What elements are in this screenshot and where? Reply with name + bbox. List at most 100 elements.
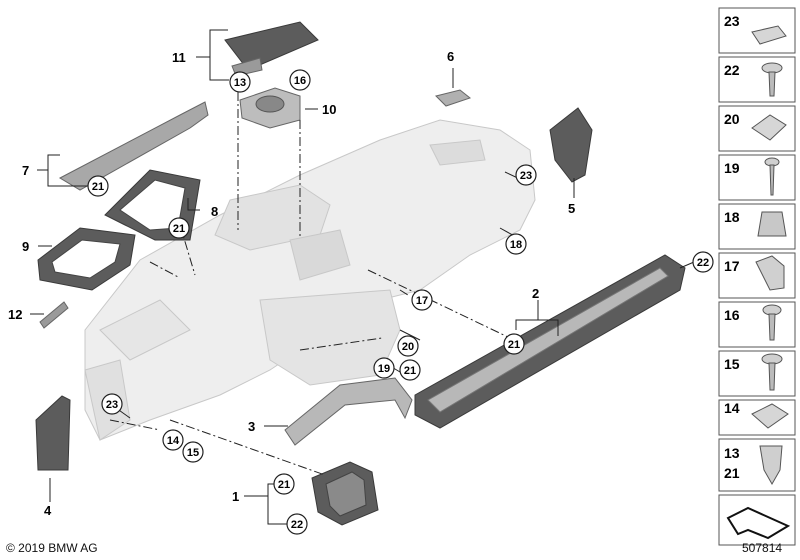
svg-text:18: 18 xyxy=(724,209,740,225)
part-7-defroster-duct xyxy=(58,101,209,191)
callout-2: 2 xyxy=(532,286,539,301)
callout-19: 19 xyxy=(373,357,395,379)
diagram-number: 507814 xyxy=(742,541,783,555)
svg-text:15: 15 xyxy=(187,447,199,459)
callout-21-center: 21 xyxy=(399,359,421,381)
svg-text:22: 22 xyxy=(291,519,303,531)
callout-23-left: 23 xyxy=(101,393,123,415)
callout-22-trim: 22 xyxy=(692,251,714,273)
legend-item-19: 19 xyxy=(724,157,780,196)
svg-text:23: 23 xyxy=(724,13,740,29)
svg-text:4: 4 xyxy=(44,503,52,518)
callout-7: 7 xyxy=(22,163,29,178)
clip-nut-icon xyxy=(751,25,787,45)
part-12-trim-clip xyxy=(39,301,69,329)
svg-text:22: 22 xyxy=(724,62,740,78)
svg-text:11: 11 xyxy=(172,50,186,65)
svg-text:12: 12 xyxy=(8,307,22,322)
svg-text:15: 15 xyxy=(724,356,740,372)
callout-14: 14 xyxy=(162,429,184,451)
svg-text:19: 19 xyxy=(724,160,740,176)
instrument-panel-carrier xyxy=(84,119,536,441)
expanding-nut-icon xyxy=(757,211,787,237)
spreader-clip-icon xyxy=(759,445,783,486)
svg-text:14: 14 xyxy=(167,435,180,447)
fastener-legend: 23 22 20 19 18 xyxy=(718,7,796,546)
part-2-decor-strip xyxy=(414,254,686,429)
torx-screw-icon xyxy=(762,304,782,341)
legend-item-22: 22 xyxy=(724,62,783,97)
callout-23-right: 23 xyxy=(515,164,537,186)
svg-text:17: 17 xyxy=(416,295,428,307)
callout-12: 12 xyxy=(8,307,22,322)
legend-item-23: 23 xyxy=(724,13,787,45)
callout-21-defroster: 21 xyxy=(87,175,109,197)
self-tapping-screw-icon xyxy=(764,157,780,196)
legend-item-18: 18 xyxy=(724,209,787,237)
part-5-side-cover xyxy=(549,107,593,183)
callout-22-vent: 22 xyxy=(286,513,308,535)
callout-13: 13 xyxy=(229,71,251,93)
svg-text:21: 21 xyxy=(173,223,185,235)
part-6-grille xyxy=(435,89,472,107)
callout-6: 6 xyxy=(447,49,454,64)
svg-text:21: 21 xyxy=(724,465,740,481)
collar-screw-icon xyxy=(761,62,783,97)
svg-text:2: 2 xyxy=(532,286,539,301)
svg-text:20: 20 xyxy=(402,341,414,353)
part-4-side-cover xyxy=(35,395,71,471)
callout-11: 11 xyxy=(172,50,186,65)
svg-text:13: 13 xyxy=(234,77,246,89)
hex-collar-screw-icon xyxy=(761,353,783,391)
svg-text:9: 9 xyxy=(22,239,29,254)
svg-text:16: 16 xyxy=(724,307,740,323)
svg-text:19: 19 xyxy=(378,363,390,375)
part-1-air-vent xyxy=(311,461,379,526)
callout-9: 9 xyxy=(22,239,29,254)
svg-text:1: 1 xyxy=(232,489,239,504)
callout-18: 18 xyxy=(505,233,527,255)
callout-5: 5 xyxy=(568,201,575,216)
svg-text:17: 17 xyxy=(724,258,740,274)
callout-3: 3 xyxy=(248,419,255,434)
copyright-text: © 2019 BMW AG xyxy=(6,541,98,555)
spring-nut-icon xyxy=(751,114,787,141)
svg-text:23: 23 xyxy=(520,170,532,182)
svg-text:21: 21 xyxy=(404,365,416,377)
callout-20: 20 xyxy=(397,335,419,357)
svg-text:23: 23 xyxy=(106,399,118,411)
legend-item-14: 14 xyxy=(724,400,789,429)
callout-8: 8 xyxy=(211,204,218,219)
legend-item-shim xyxy=(726,506,791,540)
part-3-instrument-cluster-frame xyxy=(284,377,413,446)
svg-text:3: 3 xyxy=(248,419,255,434)
svg-text:20: 20 xyxy=(724,111,740,127)
svg-text:14: 14 xyxy=(724,400,740,416)
legend-item-15: 15 xyxy=(724,353,783,391)
svg-text:5: 5 xyxy=(568,201,575,216)
svg-text:22: 22 xyxy=(697,257,709,269)
svg-text:16: 16 xyxy=(294,75,306,87)
speed-nut-icon xyxy=(751,403,789,429)
callout-17: 17 xyxy=(411,289,433,311)
callout-1: 1 xyxy=(232,489,239,504)
callout-21-trim: 21 xyxy=(503,333,525,355)
svg-text:8: 8 xyxy=(211,204,218,219)
part-10-bracket xyxy=(239,87,301,129)
part-11-speaker-cover xyxy=(224,21,319,77)
callout-15: 15 xyxy=(182,441,204,463)
svg-text:21: 21 xyxy=(92,181,104,193)
svg-text:21: 21 xyxy=(278,479,290,491)
svg-text:13: 13 xyxy=(724,445,740,461)
part-9-center-frame xyxy=(37,227,136,291)
svg-text:6: 6 xyxy=(447,49,454,64)
legend-item-16: 16 xyxy=(724,304,782,341)
legend-item-17: 17 xyxy=(724,255,785,291)
callout-21-vent: 21 xyxy=(273,473,295,495)
angled-shim-icon xyxy=(726,506,791,540)
legend-item-13-21: 13 21 xyxy=(724,445,783,486)
svg-text:10: 10 xyxy=(322,102,336,117)
bracket-clip-icon xyxy=(755,255,785,291)
svg-text:7: 7 xyxy=(22,163,29,178)
